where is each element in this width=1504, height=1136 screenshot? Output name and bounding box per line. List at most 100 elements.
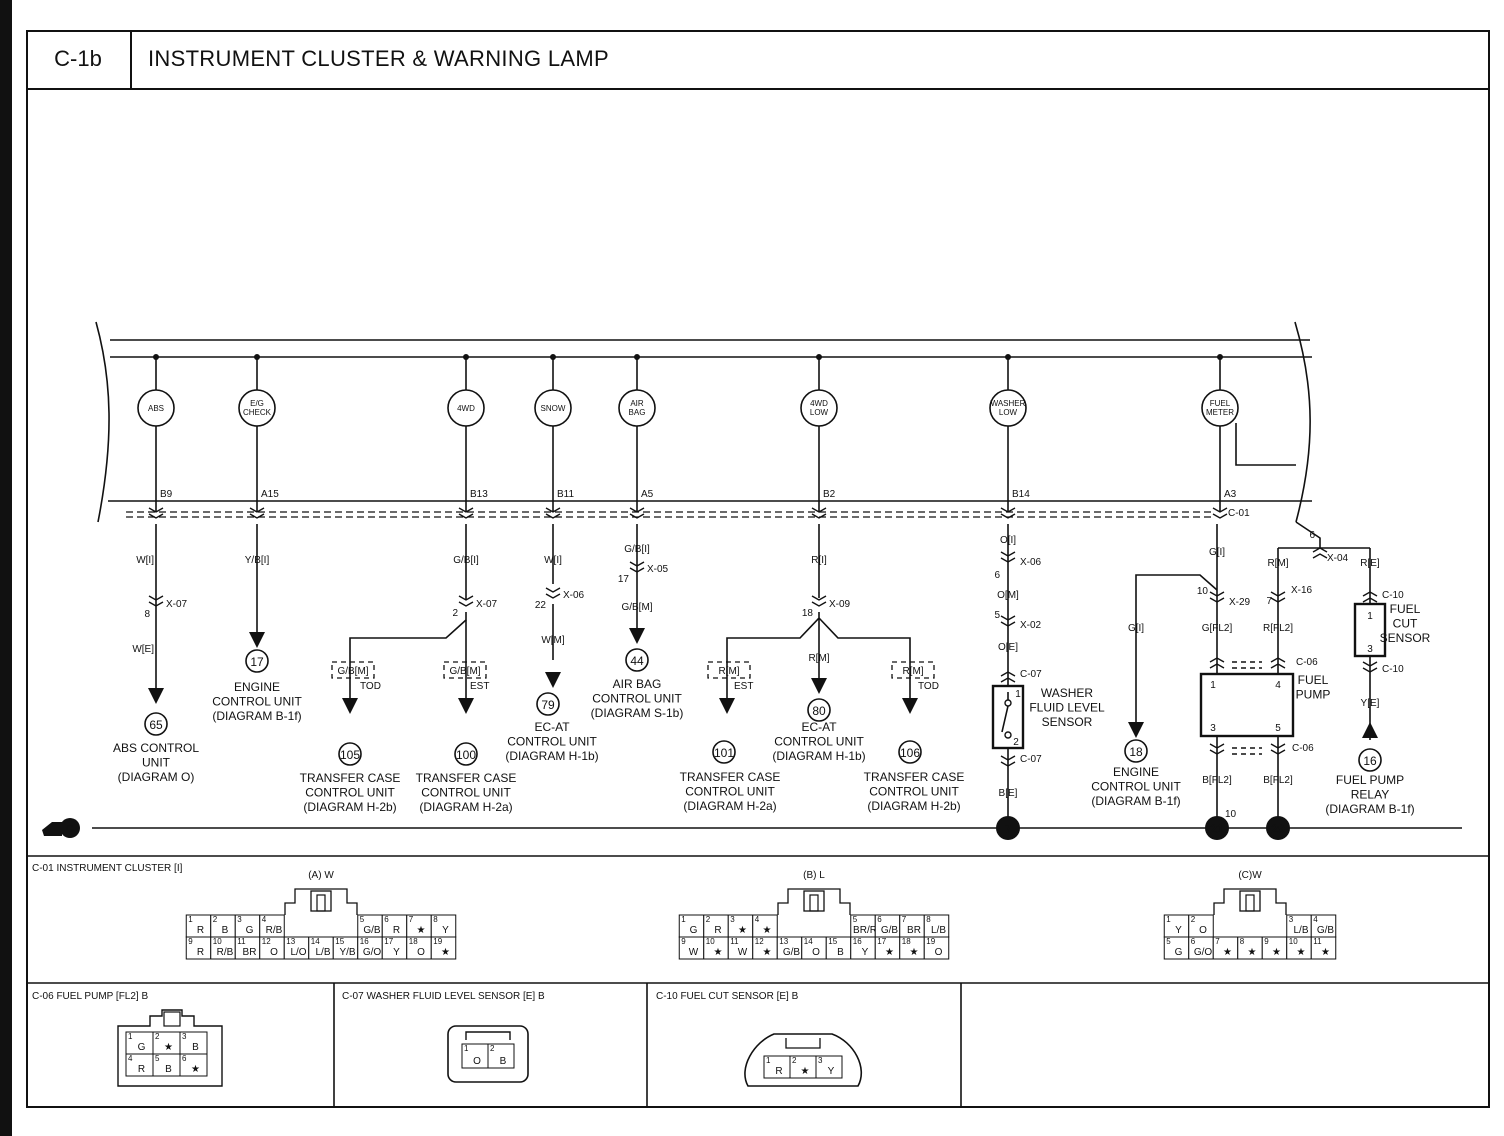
c01-b-wire: W xyxy=(738,947,748,958)
diagram-frame xyxy=(26,30,1490,1108)
c01-c-wire: ★ xyxy=(1321,947,1330,958)
cluster-connector-symbol xyxy=(811,507,827,519)
connector-chevron xyxy=(1000,621,1016,627)
wd4-x07-connector xyxy=(458,595,474,607)
c01-a-wire: B xyxy=(222,925,229,936)
cluster-connector-symbol xyxy=(1000,507,1016,519)
c01-b-pin: 17 xyxy=(877,937,886,946)
c06-pin: 5 xyxy=(155,1054,160,1063)
washer-switch-contact-2 xyxy=(1004,731,1012,739)
relay-x16-pin: 7 xyxy=(1266,596,1272,607)
c01-b-wire: B xyxy=(837,947,844,958)
fuel-x29-pin: 10 xyxy=(1197,586,1209,597)
tc100-caption: (DIAGRAM H-2a) xyxy=(419,800,512,814)
snow-arrow xyxy=(545,672,561,688)
connector-chevron xyxy=(1209,663,1225,669)
washer-ground-color: B[E] xyxy=(999,788,1018,799)
ref-106 xyxy=(898,740,922,764)
c01-b-wire: G/B xyxy=(783,947,801,958)
lamp-pin-number: B2 xyxy=(823,489,836,500)
relay-fl2-color: R[FL2] xyxy=(1263,623,1293,634)
c01-c-pin: 2 xyxy=(1191,915,1196,924)
ref-16 xyxy=(1358,748,1382,772)
tc106-caption: CONTROL UNIT xyxy=(869,785,959,799)
cluster-connector-symbol xyxy=(458,507,474,519)
c10-pin: 1 xyxy=(766,1056,771,1065)
c01-b-wire: R xyxy=(714,925,721,936)
fuel-engine-branch xyxy=(1135,574,1218,722)
connector-chevron xyxy=(1270,657,1286,663)
c01-c-wire: ★ xyxy=(1297,947,1306,958)
c07-wire: O xyxy=(473,1056,481,1067)
connector-chevron xyxy=(1000,557,1016,563)
relay-sensor-color: R[E] xyxy=(1360,558,1380,569)
washer-x06-name: X-06 xyxy=(1020,557,1042,568)
ref-44-number: 44 xyxy=(630,654,644,668)
c06-wire: ★ xyxy=(191,1064,200,1075)
connector-chevron xyxy=(1000,755,1016,761)
ref-16-number: 16 xyxy=(1363,754,1377,768)
fuel-cut-c10-bottom-name: C-10 xyxy=(1382,664,1404,675)
relay-pump-color: R[M] xyxy=(1267,558,1288,569)
ecat79-caption: CONTROL UNIT xyxy=(507,735,597,749)
snow-x06-connector xyxy=(545,587,561,599)
ground-g-circle xyxy=(60,818,80,838)
ref-17-number: 17 xyxy=(250,655,264,669)
c07-wire: B xyxy=(500,1056,507,1067)
wd4-splice-tod-label: G/B[M] xyxy=(337,666,368,677)
c01-b-label: (B) L xyxy=(803,870,825,881)
c07-pin: 1 xyxy=(464,1044,469,1053)
connector-chevron xyxy=(811,601,827,607)
abs-x07-pin: 8 xyxy=(144,609,150,620)
relay-feed-wire xyxy=(1295,521,1321,548)
c10-pin: 3 xyxy=(818,1056,823,1065)
connector-chevron xyxy=(148,601,164,607)
fuel-c06-bottom-connector-2 xyxy=(1270,743,1286,755)
c06-wire: G xyxy=(138,1042,146,1053)
connector-chevron xyxy=(1000,513,1016,519)
c01-a-pin: 17 xyxy=(384,937,393,946)
tc100-caption: TRANSFER CASE xyxy=(416,771,517,785)
c01-a-wire: R xyxy=(197,947,204,958)
washer-sensor-caption: WASHER xyxy=(1041,686,1094,700)
connector-chevron xyxy=(629,513,645,519)
tc105-caption: CONTROL UNIT xyxy=(305,786,395,800)
c01-a-wire: ★ xyxy=(441,947,450,958)
cluster-right-edge xyxy=(1294,321,1311,523)
c01-c-wire: ★ xyxy=(1223,947,1232,958)
connector-chevron xyxy=(811,513,827,519)
relay-c06-connector xyxy=(1270,657,1286,669)
connector-chevron xyxy=(545,507,561,513)
lamp-pin-number: A5 xyxy=(641,489,654,500)
wd4-splice-est-label: G/B[M] xyxy=(449,666,480,677)
c01-a-pin: 3 xyxy=(237,915,242,924)
wd4-wire-color: G/B[I] xyxy=(453,555,479,566)
c01-c-pin: 4 xyxy=(1313,915,1318,924)
c01-b-pin: 8 xyxy=(926,915,931,924)
c01-b-pin: 5 xyxy=(853,915,858,924)
c01-b-wire: ★ xyxy=(885,947,894,958)
c01-a-latch-key xyxy=(316,894,326,912)
tc101-caption: (DIAGRAM H-2a) xyxy=(683,799,776,813)
c01-b-wire: BR/R xyxy=(853,925,877,936)
connector-chevron xyxy=(629,567,645,573)
relay16-caption: (DIAGRAM B-1f) xyxy=(1325,802,1414,816)
c01-b-pin: 11 xyxy=(730,937,739,946)
connector-chevron xyxy=(1209,591,1225,597)
connector-chevron xyxy=(458,513,474,519)
c01-a-pin: 8 xyxy=(433,915,438,924)
ground-21-circle xyxy=(1205,816,1229,840)
wd4-splice-tod-tag: TOD xyxy=(360,681,381,692)
c01-b-pin: 1 xyxy=(681,915,686,924)
wd4low-splice-tod-tag: TOD xyxy=(918,681,939,692)
wd4low-arrow-right xyxy=(902,698,918,714)
abs-caption: ABS CONTROL xyxy=(113,741,199,755)
c01-b-pin: 7 xyxy=(902,915,907,924)
c01-a-pin: 12 xyxy=(262,937,271,946)
c06-wire: ★ xyxy=(164,1042,173,1053)
washer-switch-arm xyxy=(1001,705,1009,733)
c10-wire: Y xyxy=(828,1066,835,1077)
lamp-pin-number: A15 xyxy=(261,489,279,500)
connector-chevron xyxy=(249,507,265,513)
warning-lamp-label: E/G xyxy=(250,399,264,408)
